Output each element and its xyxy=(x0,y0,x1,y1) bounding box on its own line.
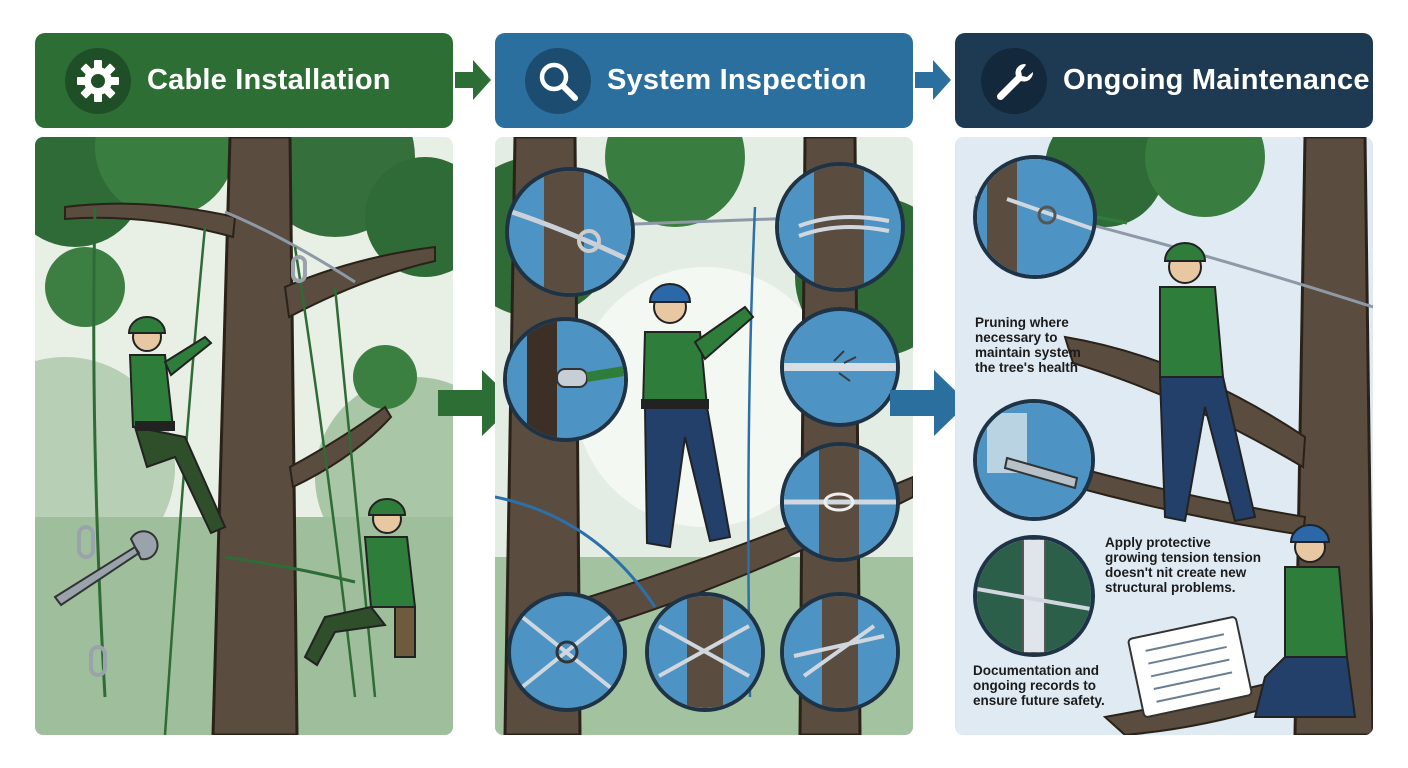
arborist-climber xyxy=(303,498,417,667)
detail-circle-frayed-cable xyxy=(780,307,900,427)
note-protective: Apply protective growing tension tension… xyxy=(1105,535,1261,595)
header-arrow-2 xyxy=(915,60,951,100)
detail-circle-cross-tie-2 xyxy=(645,592,765,712)
detail-circle-clamp xyxy=(503,317,628,442)
header-arrow-1 xyxy=(455,60,491,100)
wrench-icon xyxy=(996,63,1034,100)
gear-icon-badge xyxy=(65,47,131,114)
step-title: Cable Installation xyxy=(147,64,391,96)
arborist-climber xyxy=(127,316,227,535)
detail-circle-wrap xyxy=(775,162,905,292)
magnifier-icon-badge xyxy=(525,47,591,114)
clipboard-icon xyxy=(1127,616,1253,718)
detail-circle-protective-sleeve xyxy=(973,535,1095,657)
panel-arrow-2 xyxy=(890,370,968,436)
step-title: Ongoing Maintenance xyxy=(1063,64,1370,96)
header-system-inspection: System Inspection xyxy=(495,33,913,128)
arborist-maintenance xyxy=(1158,242,1257,523)
gear-icon xyxy=(77,59,119,102)
panel-ongoing-maintenance: Pruning where necessary to maintain syst… xyxy=(955,137,1373,735)
detail-circle-cable-anchor xyxy=(973,155,1097,279)
detail-circle-cross-tie-1 xyxy=(507,592,627,712)
header-ongoing-maintenance: Ongoing Maintenance xyxy=(955,33,1373,128)
detail-circle-cross-tie-3 xyxy=(780,592,900,712)
tree-canopy xyxy=(35,137,453,409)
tree-trunk xyxy=(64,137,436,735)
maintenance-scene xyxy=(955,137,1373,735)
note-pruning: Pruning where necessary to maintain syst… xyxy=(975,315,1081,375)
magnifier-icon xyxy=(539,62,578,101)
detail-circle-knot xyxy=(780,442,900,562)
arborist-documenting xyxy=(1253,524,1357,718)
detail-circle-anchor xyxy=(505,167,635,297)
header-cable-installation: Cable Installation xyxy=(35,33,453,128)
panel-cable-installation xyxy=(35,137,453,735)
installation-scene xyxy=(35,137,453,735)
detail-circle-wrench-adjust xyxy=(973,399,1095,521)
step-title: System Inspection xyxy=(607,64,867,96)
wrench-icon-badge xyxy=(981,47,1047,114)
wrench-tool xyxy=(53,530,159,607)
panel-system-inspection xyxy=(495,137,913,735)
arborist-inspector xyxy=(641,283,755,549)
note-documentation: Documentation and ongoing records to ens… xyxy=(973,663,1105,708)
